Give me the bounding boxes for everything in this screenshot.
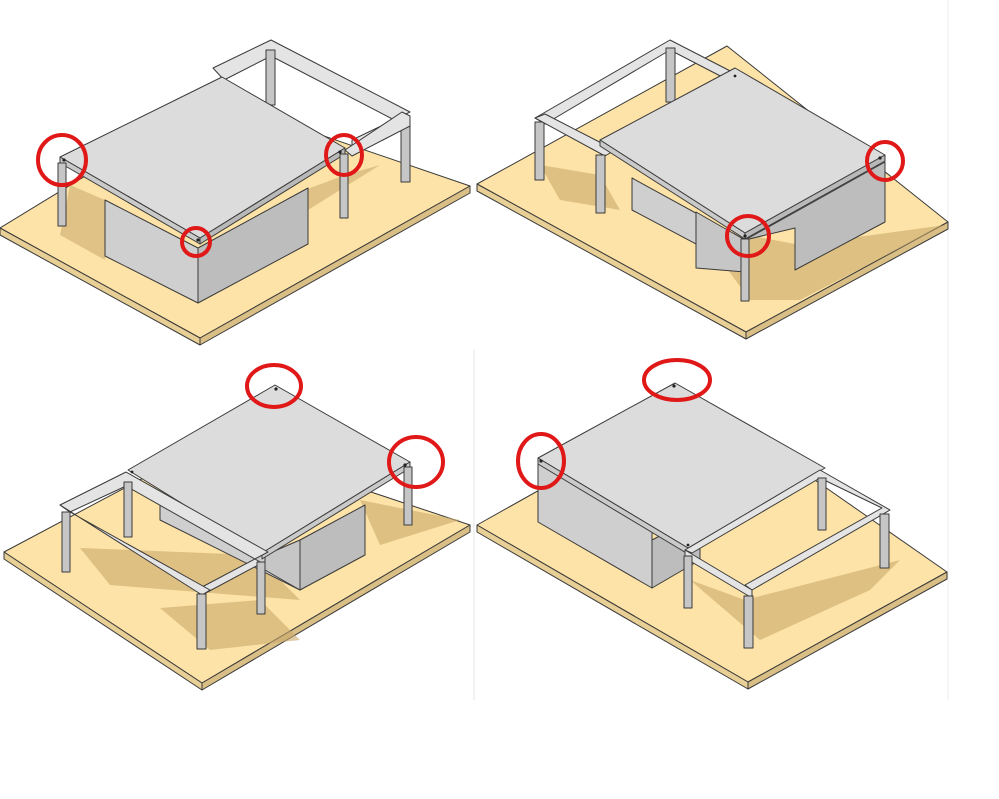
frame-column <box>879 513 890 569</box>
shadow <box>695 225 945 300</box>
highlight-circle <box>642 358 712 402</box>
highlight-circle <box>36 133 88 187</box>
frame-column <box>534 121 545 181</box>
shadow <box>60 185 105 260</box>
corner-dot <box>733 74 737 78</box>
frame-column <box>595 154 606 214</box>
highlight-circle <box>324 133 364 177</box>
corner-dot <box>686 543 690 547</box>
frame-column <box>403 466 413 526</box>
frame-beam <box>59 504 211 596</box>
frame-column <box>123 481 133 538</box>
ground-plate-edge <box>199 185 471 346</box>
corner-dot <box>196 238 200 242</box>
highlight-circle <box>865 140 905 182</box>
box-wall-right <box>744 161 886 271</box>
frame-column <box>665 47 676 103</box>
panel-4 <box>476 358 948 690</box>
frame-column <box>61 511 71 573</box>
frame-column <box>740 238 750 302</box>
corner-dot <box>274 387 278 391</box>
frame-column <box>683 555 693 609</box>
corner-dot <box>338 150 342 154</box>
corner-dot <box>403 463 407 467</box>
highlight-circle <box>180 226 212 258</box>
panel-1 <box>0 39 471 346</box>
ground-plate-edge <box>747 571 948 690</box>
frame-beam <box>684 469 891 591</box>
corner-dot <box>672 384 676 388</box>
frame-column <box>743 595 754 649</box>
corner-dot <box>62 158 66 162</box>
frame-column <box>817 477 827 531</box>
frame-column <box>265 49 276 106</box>
frame-column <box>339 153 349 219</box>
shadow <box>690 560 900 640</box>
highlight-circle <box>245 363 303 409</box>
corner-dot <box>130 470 134 474</box>
panel-3 <box>3 363 471 691</box>
highlight-circle <box>516 432 566 490</box>
ground-plate-edge <box>745 221 949 340</box>
corner-dot <box>878 156 882 160</box>
box-wall-right <box>197 187 309 304</box>
panel-2 <box>476 39 949 340</box>
ground-plate-edge <box>201 524 471 691</box>
frame-column <box>57 162 67 227</box>
highlight-circle <box>725 214 771 258</box>
frame-column <box>256 561 266 615</box>
frame-column <box>196 593 207 650</box>
highlight-circle <box>387 435 445 489</box>
frame-beam <box>344 111 411 157</box>
corner-dot <box>743 234 747 238</box>
corner-dot <box>539 459 543 463</box>
